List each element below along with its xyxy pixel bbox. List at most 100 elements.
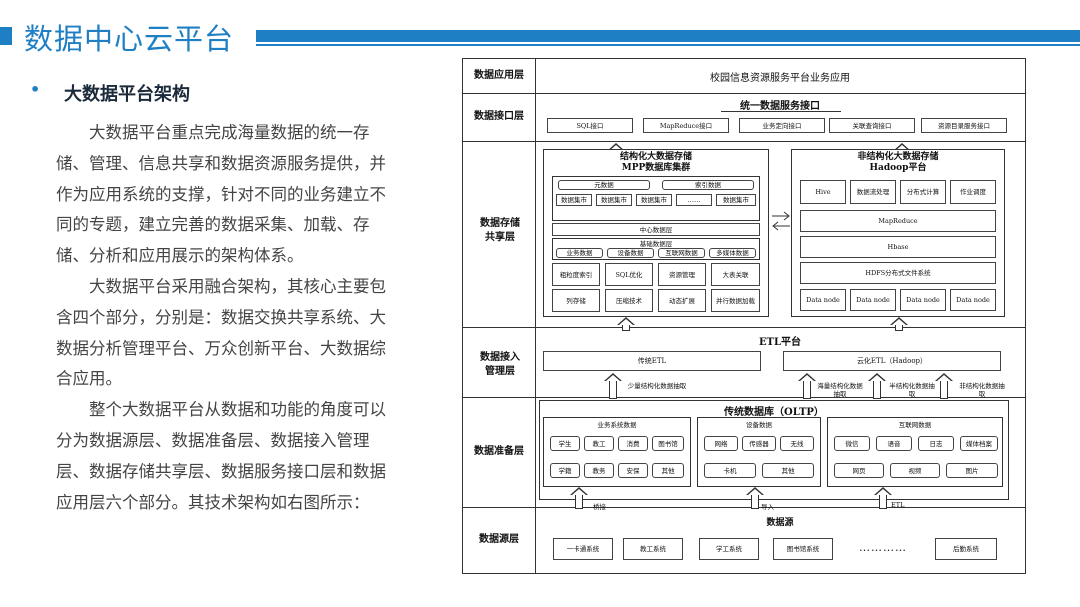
feature-dynamic-scale: 动态扩展 [658, 289, 706, 312]
bullet-marker: • [30, 80, 41, 99]
flow-label: 少量结构化数据抽取 [627, 382, 687, 390]
net-video: 视频 [890, 463, 940, 478]
index-data: 索引数据 [662, 180, 754, 190]
dev-sensor: 传感器 [742, 436, 776, 451]
etl-title: ETL平台 [758, 337, 802, 348]
base-data-layer [552, 238, 760, 260]
biz-student: 学生 [550, 436, 580, 451]
layer-label-source: 数据源层 [479, 534, 519, 545]
hadoop-mapreduce: MapReduce [800, 210, 996, 232]
internet-data-group: 互联网数据 微信 语音 日志 媒体档案 网页 视频 图片 [827, 417, 1003, 487]
source-link-label: 导入 [761, 503, 774, 511]
column-divider [535, 59, 536, 573]
arrow-up-icon [890, 317, 908, 325]
feature-sql-opt: SQL优化 [605, 263, 653, 286]
source-staff-system: 教工系统 [623, 538, 683, 560]
net-webpage: 网页 [834, 463, 884, 478]
mpp-cluster: 结构化大数据存储 MPP数据库集群 元数据 索引数据 数据集市 数据集市 数据集… [543, 149, 769, 317]
net-voice: 语音 [876, 436, 912, 451]
bidirectional-arrow-icon [772, 211, 790, 231]
section-subtitle: 大数据平台架构 [64, 84, 190, 105]
feature-column-store: 列存储 [552, 289, 600, 312]
paragraph: 大数据平台重点完成海量数据的统一存储、管理、信息共享和数据资源服务提供，并作为应… [56, 123, 386, 266]
data-node: Data node [800, 289, 846, 311]
source-student-system: 学工系统 [699, 538, 759, 560]
row-divider [463, 141, 1025, 142]
source-logistics-system: 后勤系统 [935, 538, 997, 560]
api-relation: 关联查询接口 [829, 118, 915, 133]
api-catalog: 资源目录服务接口 [921, 118, 1007, 133]
biz-library: 图书馆 [652, 436, 684, 451]
internet-title: 互联网数据 [898, 421, 932, 429]
base-media: 多媒体数据 [709, 248, 756, 258]
hadoop-distributed: 分布式计算 [900, 180, 946, 204]
net-media-archive: 媒体档案 [960, 436, 998, 451]
dev-network: 网络 [704, 436, 738, 451]
dev-card: 卡机 [704, 463, 756, 478]
header-line [256, 44, 1080, 46]
source-ellipsis: ………… [859, 541, 907, 554]
base-internet: 互联网数据 [658, 248, 705, 258]
oltp-title: 传统数据库（OLTP） [724, 407, 824, 418]
data-node: Data node [900, 289, 946, 311]
business-title: 业务系统数据 [597, 421, 637, 429]
etl-traditional: 传统ETL [543, 351, 761, 371]
app-title: 校园信息资源服务平台业务应用 [710, 73, 850, 84]
hadoop-hbase: Hbase [800, 236, 996, 258]
arrow-up-icon [935, 373, 953, 381]
feature-compression: 压缩技术 [605, 289, 653, 312]
api-title-underline [721, 111, 841, 112]
business-data-group: 业务系统数据 学生 教工 消费 图书馆 学籍 教务 安保 其他 [543, 417, 691, 487]
data-mart-ellipsis: …… [676, 194, 712, 206]
hadoop-platform: 非结构化大数据存储 Hadoop平台 Hive 数据流处理 分布式计算 作业调度… [791, 149, 1005, 317]
data-node: Data node [950, 289, 996, 311]
data-node: Data node [850, 289, 896, 311]
layer-label-app: 数据应用层 [474, 70, 524, 81]
data-mart: 数据集市 [716, 194, 756, 206]
api-business: 业务定向接口 [739, 118, 825, 133]
row-divider [463, 397, 1025, 398]
paragraph: 大数据平台采用融合架构，其核心主要包含四个部分，分别是：数据交换共享系统、大数据… [56, 276, 386, 389]
etl-cloud: 云化ETL（Hadoop） [783, 351, 1001, 371]
net-image: 图片 [946, 463, 998, 478]
meta-data: 元数据 [558, 180, 650, 190]
flow-label: 非结构化数据抽取 [959, 382, 1005, 398]
data-mart: 数据集市 [556, 194, 592, 206]
arrow-up-icon [604, 373, 622, 381]
flow-label: 半结构化数据抽取 [889, 382, 935, 398]
body-text: 大数据平台重点完成海量数据的统一存储、管理、信息共享和数据资源服务提供，并作为应… [56, 118, 386, 518]
source-title: 数据源 [766, 518, 794, 528]
center-data-layer: 中心数据层 [552, 223, 760, 236]
row-divider [463, 507, 1025, 508]
mpp-title: 结构化大数据存储 [619, 152, 692, 162]
base-business: 业务数据 [556, 248, 603, 258]
layer-label-api: 数据接口层 [474, 111, 524, 122]
architecture-diagram: 数据应用层 数据接口层 数据存储共享层 数据接入管理层 数据准备层 数据源层 校… [462, 58, 1026, 574]
net-wechat: 微信 [834, 436, 870, 451]
page-title: 数据中心云平台 [24, 22, 235, 56]
feature-coarse-index: 粗粒度索引 [552, 263, 600, 286]
header-accent [0, 27, 12, 45]
arrow-up-icon [893, 143, 911, 151]
arrow-up-icon [607, 143, 625, 151]
hadoop-scheduler: 作业调度 [950, 180, 996, 204]
data-mart: 数据集市 [636, 194, 672, 206]
device-data-group: 设备数据 网络 传感器 无线 卡机 其他 [697, 417, 821, 487]
arrow-up-icon [617, 317, 635, 325]
mpp-subtitle: MPP数据库集群 [621, 163, 691, 173]
arrow-up-icon [868, 373, 886, 381]
biz-consume: 消费 [618, 436, 648, 451]
source-link-label: ETL [891, 501, 905, 509]
arrow-up-icon [570, 487, 588, 495]
hadoop-subtitle: Hadoop平台 [869, 163, 927, 173]
source-link-label: 桥接 [593, 503, 606, 511]
hadoop-hive: Hive [800, 180, 846, 204]
biz-other: 其他 [652, 463, 684, 478]
base-data-title: 基础数据层 [639, 240, 673, 248]
arrow-up-icon [874, 487, 892, 495]
biz-academic: 教务 [584, 463, 614, 478]
biz-registry: 学籍 [550, 463, 580, 478]
api-mapreduce: MapReduce接口 [643, 118, 729, 133]
header-bar [256, 30, 1080, 42]
row-divider [463, 93, 1025, 94]
